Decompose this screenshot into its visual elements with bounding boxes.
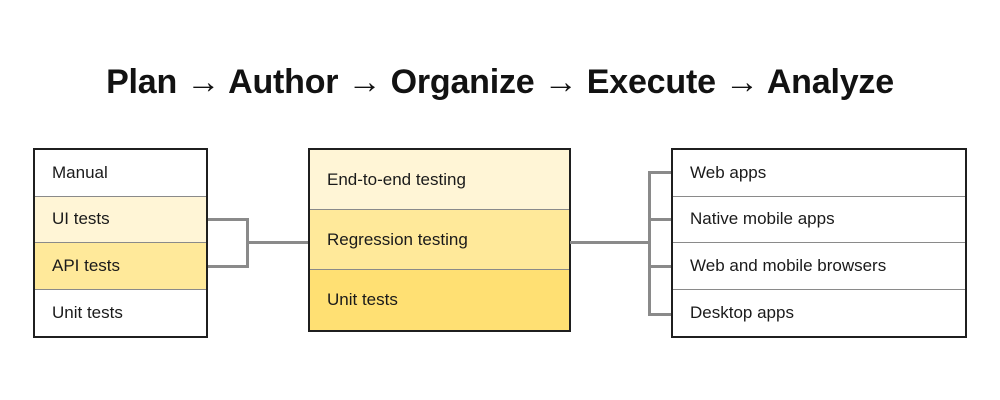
test-target-label: Web apps <box>690 162 767 182</box>
bracket-arm-native-mobile-apps <box>648 218 673 221</box>
test-targets-column: Web apps Native mobile apps Web and mobi… <box>671 148 967 338</box>
test-type-label: Unit tests <box>52 302 123 322</box>
test-target-row[interactable]: Web apps <box>673 150 965 197</box>
test-target-label: Web and mobile browsers <box>690 255 887 275</box>
test-level-label: Unit tests <box>327 289 398 309</box>
test-type-label: Manual <box>52 162 108 182</box>
bracket-stem-to-test-levels <box>246 241 310 244</box>
test-target-row[interactable]: Native mobile apps <box>673 196 965 243</box>
bracket-spine-right <box>648 171 651 316</box>
bracket-stem-from-test-levels <box>570 241 651 244</box>
test-type-row[interactable]: Manual <box>35 150 206 197</box>
test-target-row[interactable]: Desktop apps <box>673 289 965 336</box>
test-level-label: End-to-end testing <box>327 169 466 189</box>
test-target-label: Native mobile apps <box>690 209 835 229</box>
bracket-arm-web-mobile-browsers <box>648 265 673 268</box>
test-target-label: Desktop apps <box>690 302 794 322</box>
bracket-arm-web-apps <box>648 171 673 174</box>
test-level-row[interactable]: End-to-end testing <box>310 150 569 210</box>
test-level-label: Regression testing <box>327 229 468 249</box>
test-type-row[interactable]: API tests <box>35 243 206 290</box>
test-target-row[interactable]: Web and mobile browsers <box>673 243 965 290</box>
test-type-label: UI tests <box>52 209 110 229</box>
test-level-row[interactable]: Regression testing <box>310 210 569 270</box>
test-type-row[interactable]: Unit tests <box>35 289 206 336</box>
bracket-arm-desktop-apps <box>648 313 673 316</box>
test-levels-column: End-to-end testing Regression testing Un… <box>308 148 571 332</box>
bracket-arm-ui-tests <box>208 218 249 221</box>
test-type-row[interactable]: UI tests <box>35 196 206 243</box>
test-level-row[interactable]: Unit tests <box>310 270 569 330</box>
test-types-column: Manual UI tests API tests Unit tests <box>33 148 208 338</box>
bracket-arm-api-tests <box>208 265 249 268</box>
test-type-label: API tests <box>52 255 121 275</box>
page-title: Plan → Author → Organize → Execute → Ana… <box>106 63 894 101</box>
